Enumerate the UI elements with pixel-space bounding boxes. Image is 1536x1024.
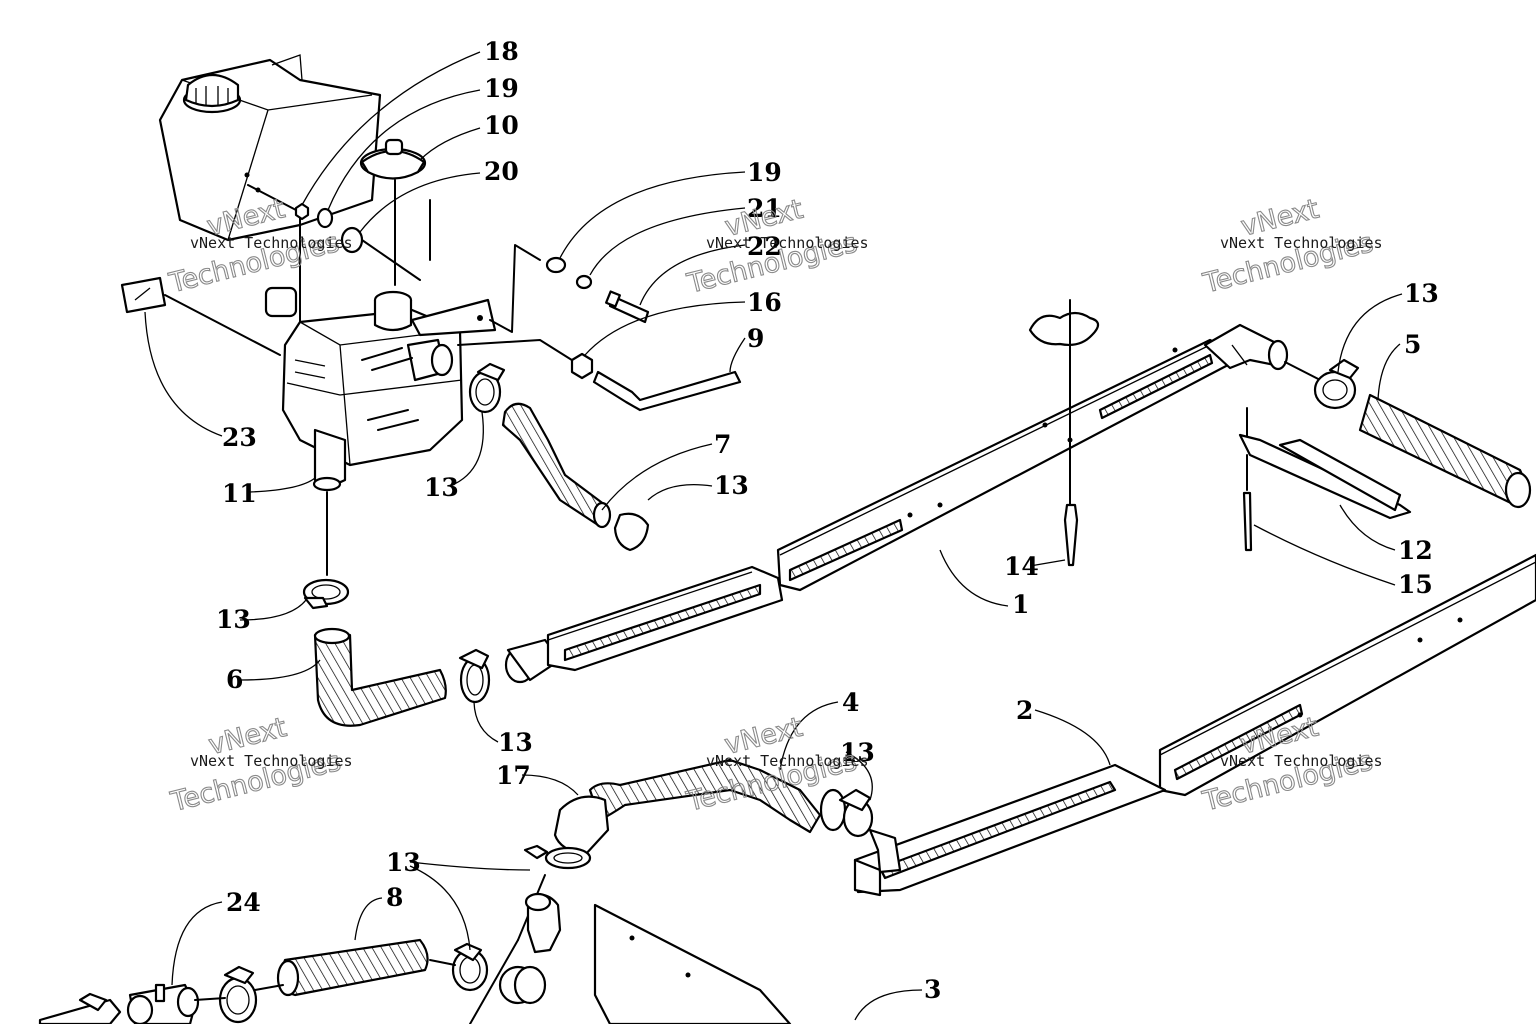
- callout-17: 17: [496, 761, 531, 790]
- callout-7: 7: [714, 430, 731, 459]
- callout-3: 3: [924, 975, 941, 1004]
- callout-12: 12: [1398, 536, 1433, 565]
- callout-15: 15: [1398, 570, 1433, 599]
- leader-lines: [144, 51, 1403, 1021]
- clamp-13-lower: [302, 578, 350, 610]
- callout-8: 8: [386, 883, 403, 912]
- hose-5: [1284, 358, 1532, 509]
- svg-text:vNext Technologies: vNext Technologies: [1220, 234, 1383, 252]
- hose-4: [523, 758, 902, 874]
- svg-text:vNext Technologies: vNext Technologies: [706, 752, 869, 770]
- callout-19-right: 19: [747, 158, 782, 187]
- grommet-14: [1028, 299, 1100, 567]
- degas-tank: [281, 290, 497, 492]
- callout-19-upper: 19: [484, 74, 519, 103]
- callout-22: 22: [747, 232, 782, 261]
- overflow-bottle: [158, 54, 431, 326]
- hardware-cluster-left: [247, 138, 427, 286]
- svg-text:vNext Technologies: vNext Technologies: [1220, 752, 1383, 770]
- shield-12: [1238, 407, 1412, 552]
- heat-exchanger-front: [546, 565, 784, 672]
- callout-16: 16: [747, 288, 782, 317]
- callout-13-bottom: 13: [386, 848, 421, 877]
- callout-21: 21: [747, 194, 782, 223]
- bottom-assembly: [38, 874, 792, 1024]
- callout-24: 24: [226, 888, 261, 917]
- callout-9: 9: [747, 324, 764, 353]
- callout-18: 18: [484, 37, 519, 66]
- callout-5: 5: [1404, 330, 1421, 359]
- heat-exchanger-2: [853, 553, 1536, 897]
- callout-2: 2: [1016, 696, 1033, 725]
- svg-text:vNext Technologies: vNext Technologies: [706, 234, 869, 252]
- callout-13-middle: 13: [498, 728, 533, 757]
- callout-labels: 18 19 10 20 19 21 22 16 9 23 11 13 7 13 …: [216, 37, 1439, 1004]
- svg-text:vNext Technologies: vNext Technologies: [190, 234, 353, 252]
- svg-text:vNext Technologies: vNext Technologies: [190, 752, 353, 770]
- decal-23: [120, 276, 281, 356]
- callout-10: 10: [484, 111, 519, 140]
- callout-6: 6: [226, 665, 243, 694]
- callout-1: 1: [1012, 590, 1029, 619]
- callout-20: 20: [484, 157, 519, 186]
- callout-13-hose7: 13: [714, 471, 749, 500]
- callout-23: 23: [222, 423, 257, 452]
- mounting-bracket-lines: [457, 244, 742, 412]
- hose-6: [313, 627, 447, 727]
- callout-13-tank: 13: [424, 473, 459, 502]
- hose-7: [468, 362, 650, 552]
- watermark-top-right: vNext Technologies vNext Technologies: [1199, 193, 1383, 300]
- callout-13-lower: 13: [216, 605, 251, 634]
- callout-14: 14: [1004, 552, 1039, 581]
- callout-13-topright: 13: [1404, 279, 1439, 308]
- callout-4: 4: [842, 688, 859, 717]
- clamp-13-middle: [458, 638, 562, 704]
- heat-exchanger-1: [776, 323, 1289, 592]
- callout-13-hose4: 13: [840, 738, 875, 767]
- callout-11: 11: [222, 479, 257, 508]
